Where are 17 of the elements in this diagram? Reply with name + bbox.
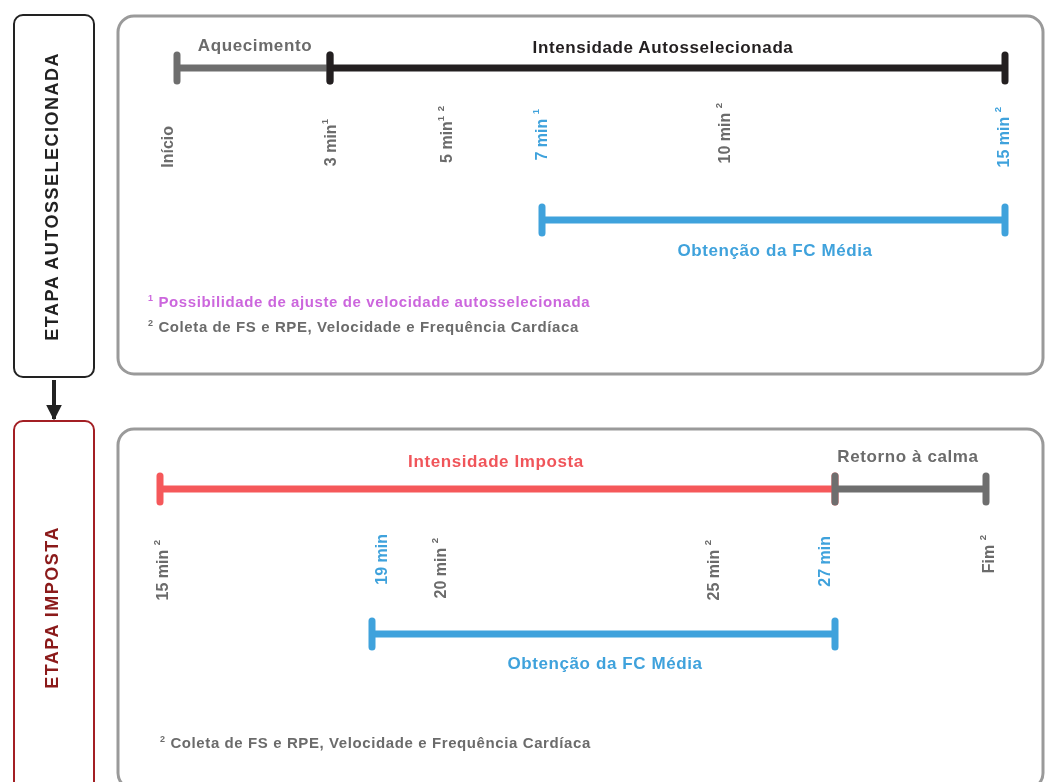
phase-label: Aquecimento xyxy=(197,36,313,56)
phase-label: Intensidade Imposta xyxy=(408,452,584,472)
time-label: 19 min xyxy=(372,534,391,585)
time-label: Início xyxy=(158,126,177,168)
stage-box xyxy=(13,420,95,782)
stage-box xyxy=(13,14,95,378)
footnote: $^{1}$ Possibilidade de ajuste de velocidade autosselecionada xyxy=(148,293,591,311)
footnote: $^{2}$ Coleta de FS e RPE, Velocidade e Frequência Cardíaca xyxy=(148,318,579,336)
stage-title: ETAPA AUTOSSELECIONADA xyxy=(42,51,64,341)
stage-title: ETAPA IMPOSTA xyxy=(42,526,64,689)
time-label: 27 min xyxy=(815,536,834,587)
phase-label: Intensidade Autosselecionada xyxy=(532,38,794,58)
interval-label: Obtenção da FC Média xyxy=(677,241,873,261)
arrow xyxy=(46,380,62,421)
interval-label: Obtenção da FC Média xyxy=(507,654,703,674)
footnote: $^{2}$ Coleta de FS e RPE, Velocidade e Frequência Cardíaca xyxy=(160,734,591,752)
phase-label: Retorno à calma xyxy=(837,447,979,467)
